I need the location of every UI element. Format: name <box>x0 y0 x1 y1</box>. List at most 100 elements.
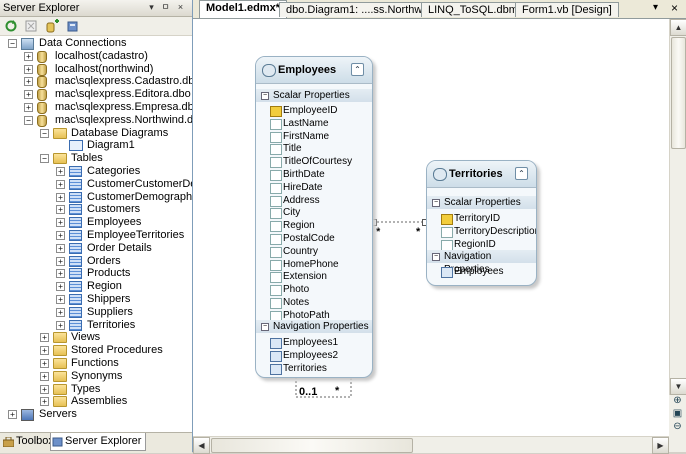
zoom-in-icon[interactable]: ⊕ <box>673 395 682 406</box>
scroll-left-icon[interactable]: ◀ <box>193 437 210 454</box>
expand-icon[interactable]: + <box>40 384 49 394</box>
connect-to-server-icon[interactable] <box>66 19 80 33</box>
expand-icon[interactable]: + <box>40 333 49 343</box>
tree-node[interactable]: +Territories <box>0 319 192 332</box>
expand-icon[interactable]: + <box>40 346 49 356</box>
expand-icon[interactable]: + <box>56 307 65 317</box>
expand-icon[interactable]: + <box>40 397 49 407</box>
tree-node[interactable]: +Types <box>0 383 192 396</box>
tree-node[interactable]: +Suppliers <box>0 306 192 319</box>
close-document-icon[interactable]: × <box>671 1 679 15</box>
association-line-employees-self[interactable] <box>295 377 352 398</box>
expand-icon[interactable]: + <box>56 192 65 202</box>
tree-node[interactable]: +EmployeeTerritories <box>0 229 192 242</box>
tree-node[interactable]: +localhost(cadastro) <box>0 50 192 63</box>
scalar-properties-header[interactable]: − Scalar Properties <box>427 196 536 209</box>
expand-icon[interactable]: + <box>56 218 65 228</box>
tree-node[interactable]: +Shippers <box>0 293 192 306</box>
navigation-properties-header[interactable]: − Navigation Properties <box>427 250 536 275</box>
expand-icon[interactable]: + <box>40 359 49 368</box>
tree-node[interactable]: +Assemblies <box>0 395 192 408</box>
expand-icon[interactable]: + <box>56 167 65 176</box>
horizontal-scroll-thumb[interactable] <box>211 438 413 453</box>
tree-node[interactable]: +Servers <box>0 408 192 422</box>
collapse-icon[interactable]: − <box>24 115 33 125</box>
zoom-out-icon[interactable]: ⊖ <box>673 421 682 432</box>
collapse-icon[interactable]: ⌃ <box>515 167 528 180</box>
horizontal-scrollbar[interactable]: ◀ ▶ <box>193 436 669 454</box>
expand-icon[interactable]: + <box>56 295 65 304</box>
tree-node[interactable]: −Database Diagrams <box>0 127 192 140</box>
expand-icon[interactable]: + <box>8 410 17 420</box>
tree-node[interactable]: +Stored Procedures <box>0 344 192 357</box>
tree-node[interactable]: +localhost(northwind) <box>0 63 192 76</box>
tree-node[interactable]: +Functions <box>0 357 192 370</box>
window-position-icon[interactable]: ▾ <box>149 2 154 12</box>
expand-icon[interactable]: + <box>56 282 65 292</box>
refresh-icon[interactable] <box>4 19 18 33</box>
tab-list-dropdown-icon[interactable]: ▾ <box>653 2 659 13</box>
scroll-right-icon[interactable]: ▶ <box>652 437 669 454</box>
tool-window-tabs: Toolbox Server Explorer <box>0 432 192 453</box>
tree-node[interactable]: +mac\sqlexpress.Empresa.dbo <box>0 101 192 114</box>
entity-territories[interactable]: Territories ⌃ − Scalar Properties Territ… <box>426 160 537 286</box>
property-icon <box>270 221 282 233</box>
tree-node[interactable]: +Customers <box>0 203 192 216</box>
tree-node[interactable]: +Synonyms <box>0 370 192 383</box>
tab-model1-edmx[interactable]: Model1.edmx* <box>199 0 287 18</box>
navigation-properties-header[interactable]: − Navigation Properties <box>256 320 372 333</box>
tree-node[interactable]: +Region <box>0 280 192 293</box>
vertical-scroll-thumb[interactable] <box>671 37 686 149</box>
auto-hide-icon[interactable]: ㅁ <box>161 2 170 12</box>
toolbox-tab[interactable]: Toolbox <box>2 433 60 450</box>
expand-icon[interactable]: + <box>24 64 33 74</box>
expand-icon[interactable]: + <box>56 205 65 215</box>
scroll-up-icon[interactable]: ▲ <box>670 19 686 36</box>
scalar-properties-header[interactable]: − Scalar Properties <box>256 89 372 102</box>
tree-node[interactable]: +Employees <box>0 216 192 229</box>
tree-node[interactable]: +Categories <box>0 165 192 178</box>
expand-icon[interactable]: + <box>56 269 65 279</box>
section-title: Scalar Properties <box>444 197 521 208</box>
server-explorer-tab[interactable]: Server Explorer <box>50 433 146 451</box>
tree-node[interactable]: +mac\sqlexpress.Editora.dbo <box>0 88 192 102</box>
tab-dbo-diagram1[interactable]: dbo.Diagram1: ....ss.Northwind)* <box>279 2 452 17</box>
expand-icon[interactable]: + <box>24 77 33 87</box>
expand-icon[interactable]: + <box>24 103 33 112</box>
tree-node[interactable]: −Tables <box>0 152 192 165</box>
zoom-fit-icon[interactable]: ▣ <box>672 408 683 419</box>
tree-node[interactable]: −Data Connections <box>0 37 192 50</box>
tree-node[interactable]: +Products <box>0 267 192 280</box>
collapse-icon[interactable]: − <box>40 154 49 164</box>
collapse-icon[interactable]: ⌃ <box>351 63 364 76</box>
close-icon[interactable]: × <box>177 2 184 12</box>
connect-to-database-icon[interactable] <box>46 19 60 33</box>
entity-designer-canvas[interactable]: * * 0..1 * Employees ⌃ − Scalar Properti… <box>193 19 669 436</box>
tree-node[interactable]: +CustomerDemographics <box>0 191 192 204</box>
tree-node[interactable]: +Order Details <box>0 242 192 255</box>
scroll-down-icon[interactable]: ▼ <box>670 378 686 395</box>
expand-icon[interactable]: + <box>56 243 65 253</box>
expand-icon[interactable]: + <box>56 231 65 240</box>
server-explorer-title-bar: Server Explorer ▾ ㅁ × <box>0 0 192 17</box>
tree-node[interactable]: +mac\sqlexpress.Cadastro.dbo <box>0 75 192 89</box>
collapse-icon[interactable]: − <box>8 39 17 48</box>
entity-employees[interactable]: Employees ⌃ − Scalar Properties Employee… <box>255 56 373 378</box>
expand-icon[interactable]: + <box>24 90 33 100</box>
tab-form1-design[interactable]: Form1.vb [Design] <box>515 2 619 17</box>
tree-node[interactable]: +Views <box>0 331 192 344</box>
expand-icon[interactable]: + <box>56 179 65 189</box>
expand-icon[interactable]: + <box>56 256 65 266</box>
expand-icon[interactable]: + <box>40 371 49 381</box>
tree-node[interactable]: Diagram1 <box>0 139 192 152</box>
stop-refresh-icon[interactable] <box>24 19 38 33</box>
table-icon <box>69 242 82 254</box>
tree-node[interactable]: +Orders <box>0 255 192 268</box>
expand-icon[interactable]: + <box>24 51 33 61</box>
tab-linq-tosql-dbml[interactable]: LINQ_ToSQL.dbml <box>421 2 528 17</box>
expand-icon[interactable]: + <box>56 320 65 330</box>
vertical-scrollbar[interactable]: ▲ ▼ <box>669 19 686 395</box>
tree-node[interactable]: −mac\sqlexpress.Northwind.dbo <box>0 114 192 127</box>
tree-node[interactable]: +CustomerCustomerDemo <box>0 178 192 191</box>
collapse-icon[interactable]: − <box>40 128 49 138</box>
